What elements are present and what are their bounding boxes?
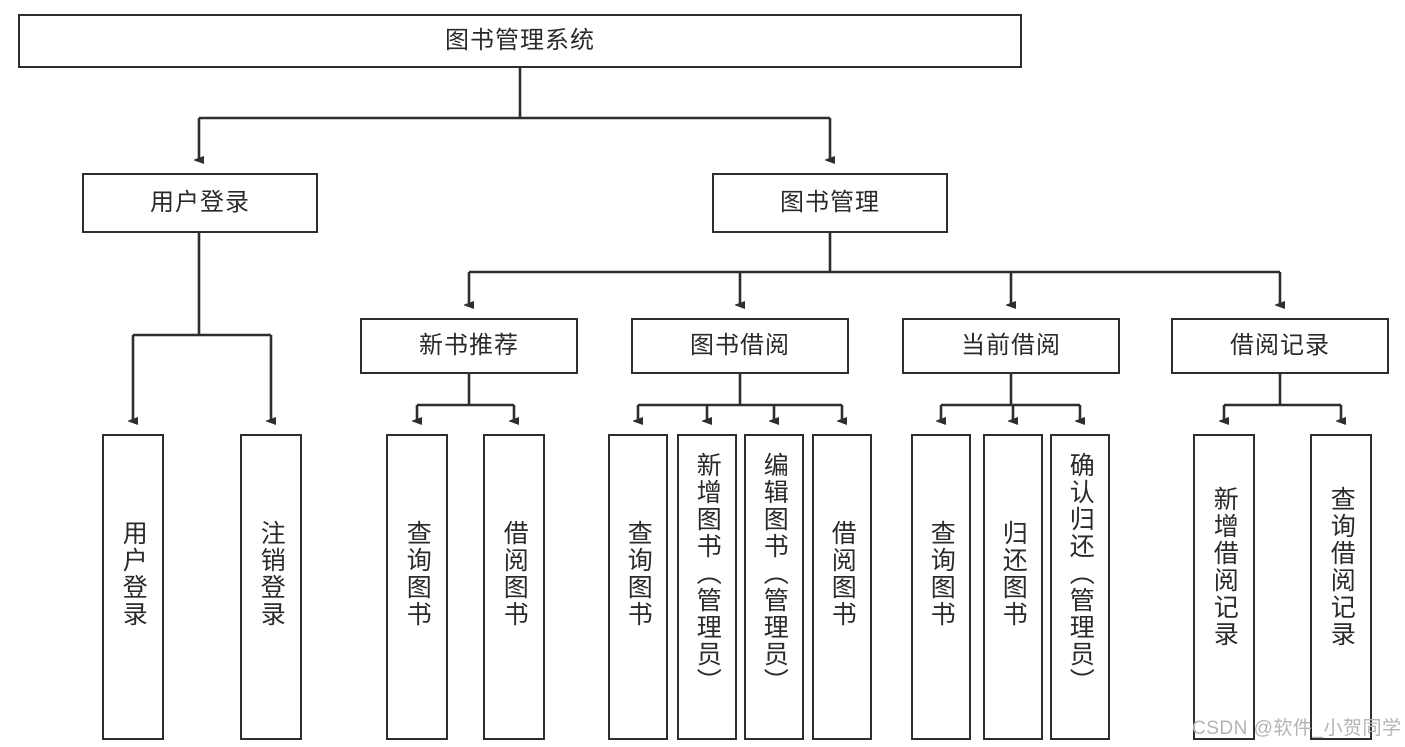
leaf-return-book-label: 归还图书 bbox=[999, 520, 1028, 628]
leaf-query-book-borrow-label: 查询图书 bbox=[624, 520, 653, 628]
leaf-edit-book-admin[interactable]: 编辑图书（管理员） bbox=[744, 434, 804, 740]
leaf-query-book-borrow[interactable]: 查询图书 bbox=[608, 434, 668, 740]
node-book-borrow[interactable]: 图书借阅 bbox=[631, 318, 849, 374]
node-user-login[interactable]: 用户登录 bbox=[82, 173, 318, 233]
leaf-query-borrow-record-label: 查询借阅记录 bbox=[1327, 486, 1356, 648]
node-root-label: 图书管理系统 bbox=[445, 26, 595, 54]
leaf-query-book-current[interactable]: 查询图书 bbox=[911, 434, 971, 740]
watermark-text: CSDN @软件_小贺同学 bbox=[1192, 718, 1402, 739]
node-book-management[interactable]: 图书管理 bbox=[712, 173, 948, 233]
node-new-book-recommend[interactable]: 新书推荐 bbox=[360, 318, 578, 374]
node-current-borrow-label: 当前借阅 bbox=[961, 331, 1061, 359]
leaf-return-book[interactable]: 归还图书 bbox=[983, 434, 1043, 740]
node-borrow-records[interactable]: 借阅记录 bbox=[1171, 318, 1389, 374]
node-current-borrow[interactable]: 当前借阅 bbox=[902, 318, 1120, 374]
leaf-user-logout-label: 注销登录 bbox=[257, 520, 286, 628]
leaf-query-borrow-record[interactable]: 查询借阅记录 bbox=[1310, 434, 1372, 740]
leaf-query-book-recommend-label: 查询图书 bbox=[403, 520, 432, 628]
leaf-edit-book-admin-label: 编辑图书（管理员） bbox=[760, 452, 789, 695]
leaf-user-logout[interactable]: 注销登录 bbox=[240, 434, 302, 740]
node-new-book-recommend-label: 新书推荐 bbox=[419, 331, 519, 359]
leaf-query-book-current-label: 查询图书 bbox=[927, 520, 956, 628]
leaf-query-book-recommend[interactable]: 查询图书 bbox=[386, 434, 448, 740]
leaf-lend-book[interactable]: 借阅图书 bbox=[812, 434, 872, 740]
node-root[interactable]: 图书管理系统 bbox=[18, 14, 1022, 68]
leaf-add-book-admin[interactable]: 新增图书（管理员） bbox=[677, 434, 737, 740]
leaf-lend-book-label: 借阅图书 bbox=[828, 520, 857, 628]
node-borrow-records-label: 借阅记录 bbox=[1230, 331, 1330, 359]
leaf-add-borrow-record-label: 新增借阅记录 bbox=[1210, 486, 1239, 648]
leaf-borrow-book-recommend[interactable]: 借阅图书 bbox=[483, 434, 545, 740]
leaf-borrow-book-recommend-label: 借阅图书 bbox=[500, 520, 529, 628]
node-user-login-label: 用户登录 bbox=[150, 188, 250, 216]
leaf-user-login[interactable]: 用户登录 bbox=[102, 434, 164, 740]
leaf-confirm-return-admin-label: 确认归还（管理员） bbox=[1066, 452, 1095, 695]
leaf-add-borrow-record[interactable]: 新增借阅记录 bbox=[1193, 434, 1255, 740]
leaf-confirm-return-admin[interactable]: 确认归还（管理员） bbox=[1050, 434, 1110, 740]
node-book-borrow-label: 图书借阅 bbox=[690, 331, 790, 359]
node-book-management-label: 图书管理 bbox=[780, 188, 880, 216]
leaf-user-login-label: 用户登录 bbox=[119, 520, 148, 628]
leaf-add-book-admin-label: 新增图书（管理员） bbox=[693, 452, 722, 695]
